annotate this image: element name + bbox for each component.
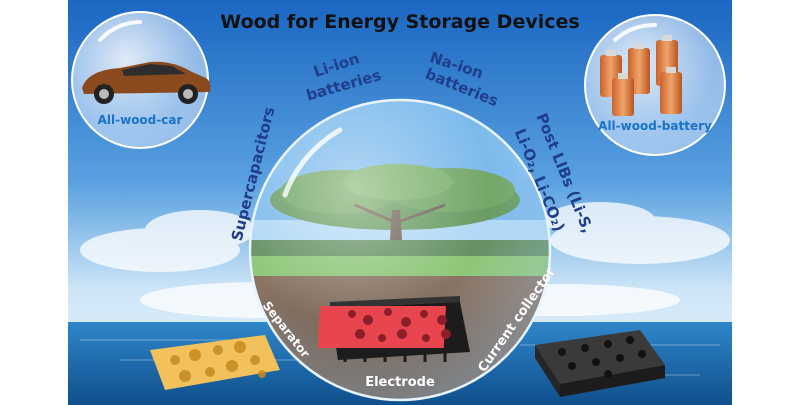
car-bubble-label: All-wood-car [98, 113, 183, 127]
battery-bubble: All-wood-battery [584, 14, 726, 156]
label-electrode: Electrode [365, 375, 435, 390]
separator-illustration [150, 335, 280, 390]
car-bubble: All-wood-car [71, 11, 211, 149]
electrode-illustration [317, 296, 470, 362]
battery-bubble-label: All-wood-battery [598, 119, 712, 133]
battery-cells-icon [600, 35, 682, 116]
diagram-title: Wood for Energy Storage Devices [220, 11, 579, 33]
car-icon [82, 61, 211, 104]
current-collector-illustration [535, 330, 665, 397]
